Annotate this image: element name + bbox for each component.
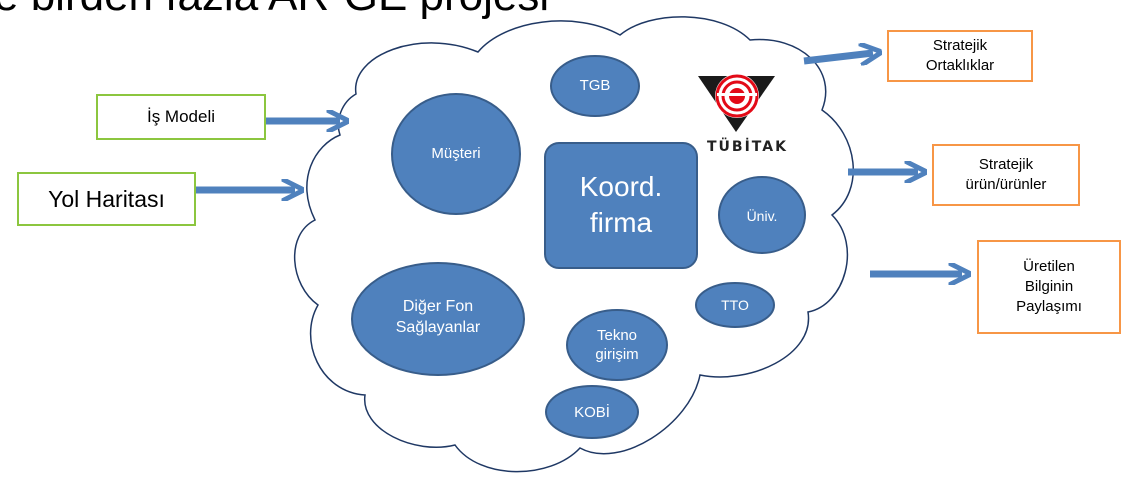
node-koord-firma-label: Koord. firma [545,150,697,260]
bilgi-paylasimi-line2: Bilginin [1024,277,1074,295]
tekno-line1: Tekno [596,326,638,344]
stratejik-ortakliklar-box: Stratejik Ortaklıklar [887,30,1033,82]
stratejik-urunler-line2: ürün/ürünler [965,176,1047,193]
arrow-stratejik-ortakliklar [803,53,873,61]
koord-line2: firma [589,207,653,238]
node-musteri-label: Müşteri [431,145,481,163]
node-tekno-shape [566,309,668,381]
node-univ-shape [718,176,806,254]
stratejik-ortakliklar-line2: Ortaklıklar [925,57,995,74]
node-kobi-shape [545,385,639,439]
node-koord-firma-shape [544,142,698,269]
diger-fon-line1: Diğer Fon [402,298,474,316]
node-diger-fon-shape [351,262,525,376]
node-musteri-shape [391,93,521,215]
is-modeli-box: İş Modeli [96,94,266,140]
node-kobi-label: KOBİ [574,404,610,422]
stratejik-urunler-line1: Stratejik [978,155,1034,173]
node-tto-shape [695,282,775,328]
node-tto-label: TTO [721,296,749,313]
page-title: e birden fazla AR-GE projesi [0,0,549,23]
bilgi-paylasimi-box: Üretilen Bilginin Paylaşımı [977,240,1121,334]
tekno-line2: girişim [595,346,639,363]
stratejik-ortakliklar-line1: Stratejik [932,36,988,54]
yol-haritasi-box: Yol Haritası [17,172,196,226]
node-diger-fon-label: Diğer Fon Sağlayanlar [352,288,524,348]
node-tgb-label: TGB [579,77,611,95]
stratejik-urunler-box: Stratejik ürün/ürünler [932,144,1080,206]
diger-fon-line2: Sağlayanlar [395,319,481,336]
node-tekno-label: Tekno girişim [567,320,667,370]
bilgi-paylasimi-line3: Paylaşımı [1016,298,1082,316]
node-tgb-shape [550,55,640,117]
tubitak-logo-icon [698,74,775,132]
bilgi-paylasimi-line1: Üretilen [1023,257,1075,275]
koord-line1: Koord. [579,170,663,202]
tubitak-logo-text: TÜBİTAK [707,139,788,155]
node-univ-label: Üniv. [746,207,778,224]
